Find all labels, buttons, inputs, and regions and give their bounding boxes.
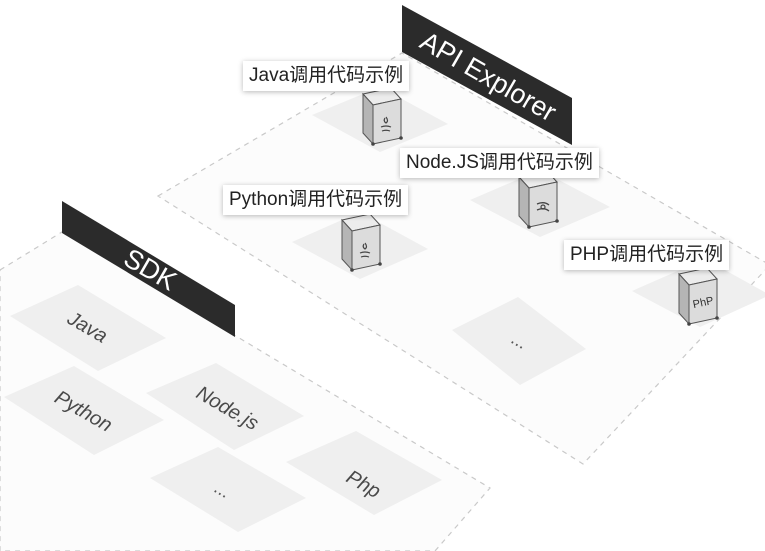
sdk-banner [62,201,235,337]
sdk-tile-java [10,285,166,371]
sdk-tile-more [150,447,306,532]
php-icon-text: PhP [692,295,715,311]
sdk-tile-python [4,366,164,455]
php-sample-label: PHP调用代码示例 [564,240,730,270]
python-icon [341,213,382,272]
php-icon: PhP [678,267,719,326]
sdk-tile-php [286,431,442,515]
sdk-tile-nodejs [146,363,304,450]
nodejs-icon [518,170,559,229]
java-sample-label: Java调用代码示例 [243,61,410,91]
api-explorer-platform [156,52,765,465]
java-icon [362,87,403,146]
more-sample-tile [452,297,586,385]
python-sample-label: Python调用代码示例 [223,185,409,215]
api-explorer-banner [402,5,572,145]
nodejs-sample-label: Node.JS调用代码示例 [400,148,599,178]
